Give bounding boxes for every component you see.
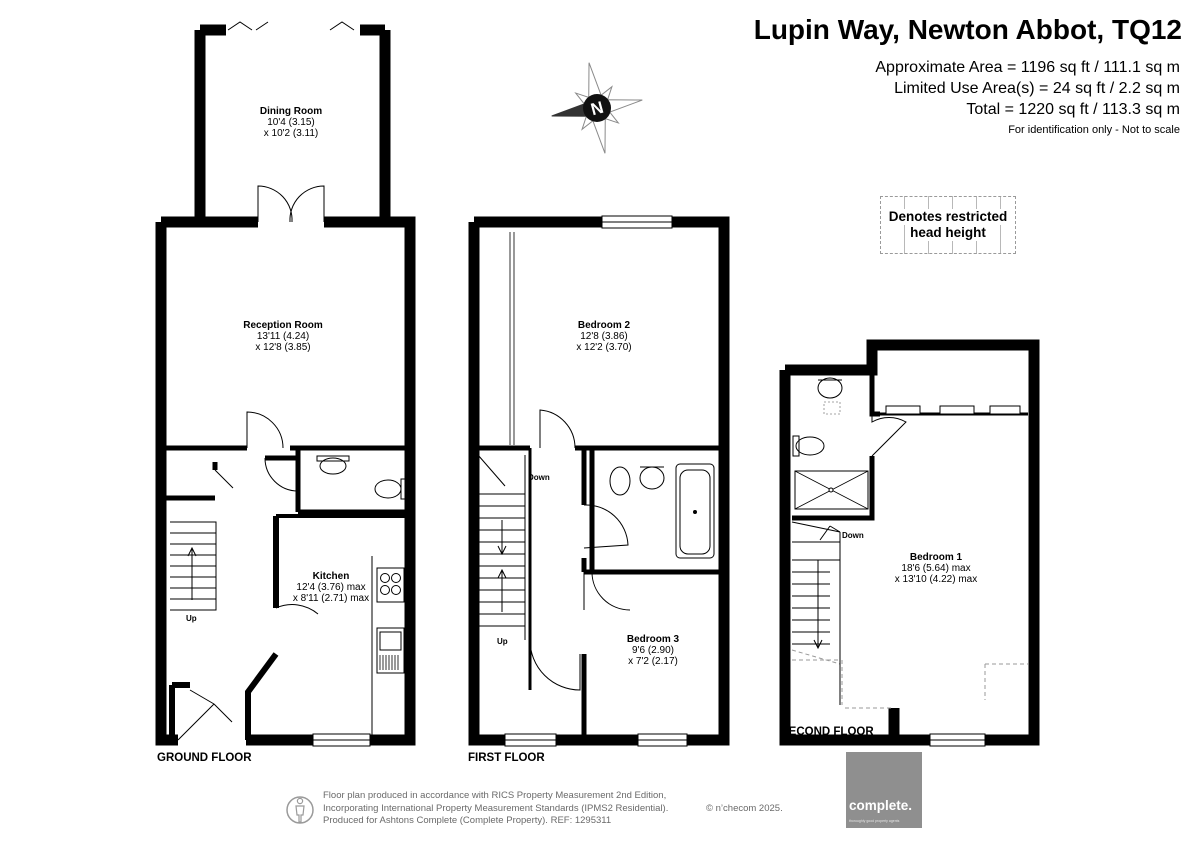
ground-floor-plan bbox=[155, 21, 416, 747]
room-dim: x 12'8 (3.85) bbox=[255, 342, 311, 353]
brand-logo: complete. thoroughly good property agent… bbox=[846, 752, 922, 828]
total-area: Total = 1220 sq ft / 113.3 sq m bbox=[966, 101, 1180, 118]
room-name: Dining Room bbox=[259, 106, 323, 117]
second-floor-walls bbox=[779, 339, 1040, 746]
room-dim: 10'4 (3.15) bbox=[267, 117, 315, 128]
bedroom-1-label: Bedroom 1 18'6 (5.64) max x 13'10 (4.22)… bbox=[895, 552, 978, 585]
room-name: Bedroom 2 bbox=[577, 320, 631, 331]
footer-disclaimer: Floor plan produced in accordance with R… bbox=[323, 790, 668, 828]
property-title: Lupin Way, Newton Abbot, TQ12 bbox=[753, 14, 1182, 45]
brand-tagline: thoroughly good property agents bbox=[849, 819, 900, 823]
first-stairs bbox=[477, 454, 526, 640]
room-dim: x 12'2 (3.70) bbox=[576, 342, 632, 353]
first-stairs-down-label: Down bbox=[528, 473, 550, 482]
legend-line-1: Denotes restricted bbox=[886, 209, 1010, 225]
second-floor-plan bbox=[779, 339, 1040, 747]
room-dim: 9'6 (2.90) bbox=[632, 645, 674, 656]
copyright: © n’checom 2025. bbox=[706, 803, 783, 814]
room-dim: 18'6 (5.64) max bbox=[901, 563, 971, 574]
first-floor-plan bbox=[468, 215, 730, 747]
room-name: Reception Room bbox=[243, 320, 323, 331]
compass-n-label: N bbox=[589, 98, 606, 120]
ground-floor-walls bbox=[155, 216, 416, 746]
room-dim: x 10'2 (3.11) bbox=[263, 128, 319, 139]
dining-room-label: Dining Room 10'4 (3.15) x 10'2 (3.11) bbox=[260, 106, 322, 139]
first-floor-label: FIRST FLOOR bbox=[468, 752, 545, 764]
second-basin bbox=[817, 377, 843, 399]
room-dim: 12'8 (3.86) bbox=[580, 331, 628, 342]
second-toilet bbox=[795, 436, 825, 456]
room-name: Kitchen bbox=[312, 571, 350, 582]
bedroom-3-label: Bedroom 3 9'6 (2.90) x 7'2 (2.17) bbox=[627, 634, 679, 667]
accessibility-person-icon bbox=[286, 796, 314, 824]
room-dim: x 7'2 (2.17) bbox=[628, 656, 678, 667]
room-dim: 12'4 (3.76) max bbox=[296, 582, 366, 593]
dining-room-walls bbox=[194, 24, 391, 222]
french-doors bbox=[257, 185, 325, 223]
footer-line-2: Incorporating International Property Mea… bbox=[323, 802, 669, 814]
approximate-area: Approximate Area = 1196 sq ft / 111.1 sq… bbox=[875, 59, 1180, 76]
compass-rose: N bbox=[551, 62, 643, 154]
second-stairs bbox=[791, 521, 841, 660]
ground-floor-label: GROUND FLOOR bbox=[157, 752, 252, 764]
limited-use-area: Limited Use Area(s) = 24 sq ft / 2.2 sq … bbox=[894, 80, 1180, 97]
brand-name: complete. bbox=[849, 798, 913, 813]
room-dim: x 13'10 (4.22) max bbox=[894, 574, 978, 585]
restricted-area-lines bbox=[791, 649, 1028, 709]
restricted-height-legend: Denotes restricted head height bbox=[880, 196, 1016, 254]
footer-line-3: Produced for Ashtons Complete (Complete … bbox=[323, 815, 612, 826]
ground-basin bbox=[319, 457, 347, 475]
first-stairs-up-label: Up bbox=[497, 637, 508, 646]
second-stairs-down-label: Down bbox=[842, 531, 864, 540]
hob bbox=[376, 567, 405, 603]
ground-stairs bbox=[170, 521, 217, 611]
footer-line-1: Floor plan produced in accordance with R… bbox=[323, 790, 667, 801]
legend-line-2: head height bbox=[908, 225, 988, 241]
first-basin bbox=[639, 466, 665, 490]
scale-note: For identification only - Not to scale bbox=[1008, 124, 1180, 136]
ground-stairs-up-label: Up bbox=[186, 614, 197, 623]
bedroom-2-label: Bedroom 2 12'8 (3.86) x 12'2 (3.70) bbox=[576, 320, 631, 353]
second-floor-label: SECOND FLOOR bbox=[781, 726, 874, 738]
kitchen-label: Kitchen 12'4 (3.76) max x 8'11 (2.71) ma… bbox=[293, 571, 369, 604]
dining-bifold-doors bbox=[227, 21, 355, 31]
room-name: Bedroom 3 bbox=[626, 634, 680, 645]
first-toilet bbox=[609, 466, 631, 496]
room-dim: 13'11 (4.24) bbox=[256, 331, 310, 342]
first-floor-walls bbox=[468, 216, 730, 746]
ground-toilet bbox=[374, 479, 402, 499]
room-name: Bedroom 1 bbox=[909, 552, 963, 563]
reception-room-label: Reception Room 13'11 (4.24) x 12'8 (3.85… bbox=[243, 320, 322, 353]
room-dim: x 8'11 (2.71) max bbox=[292, 593, 370, 604]
